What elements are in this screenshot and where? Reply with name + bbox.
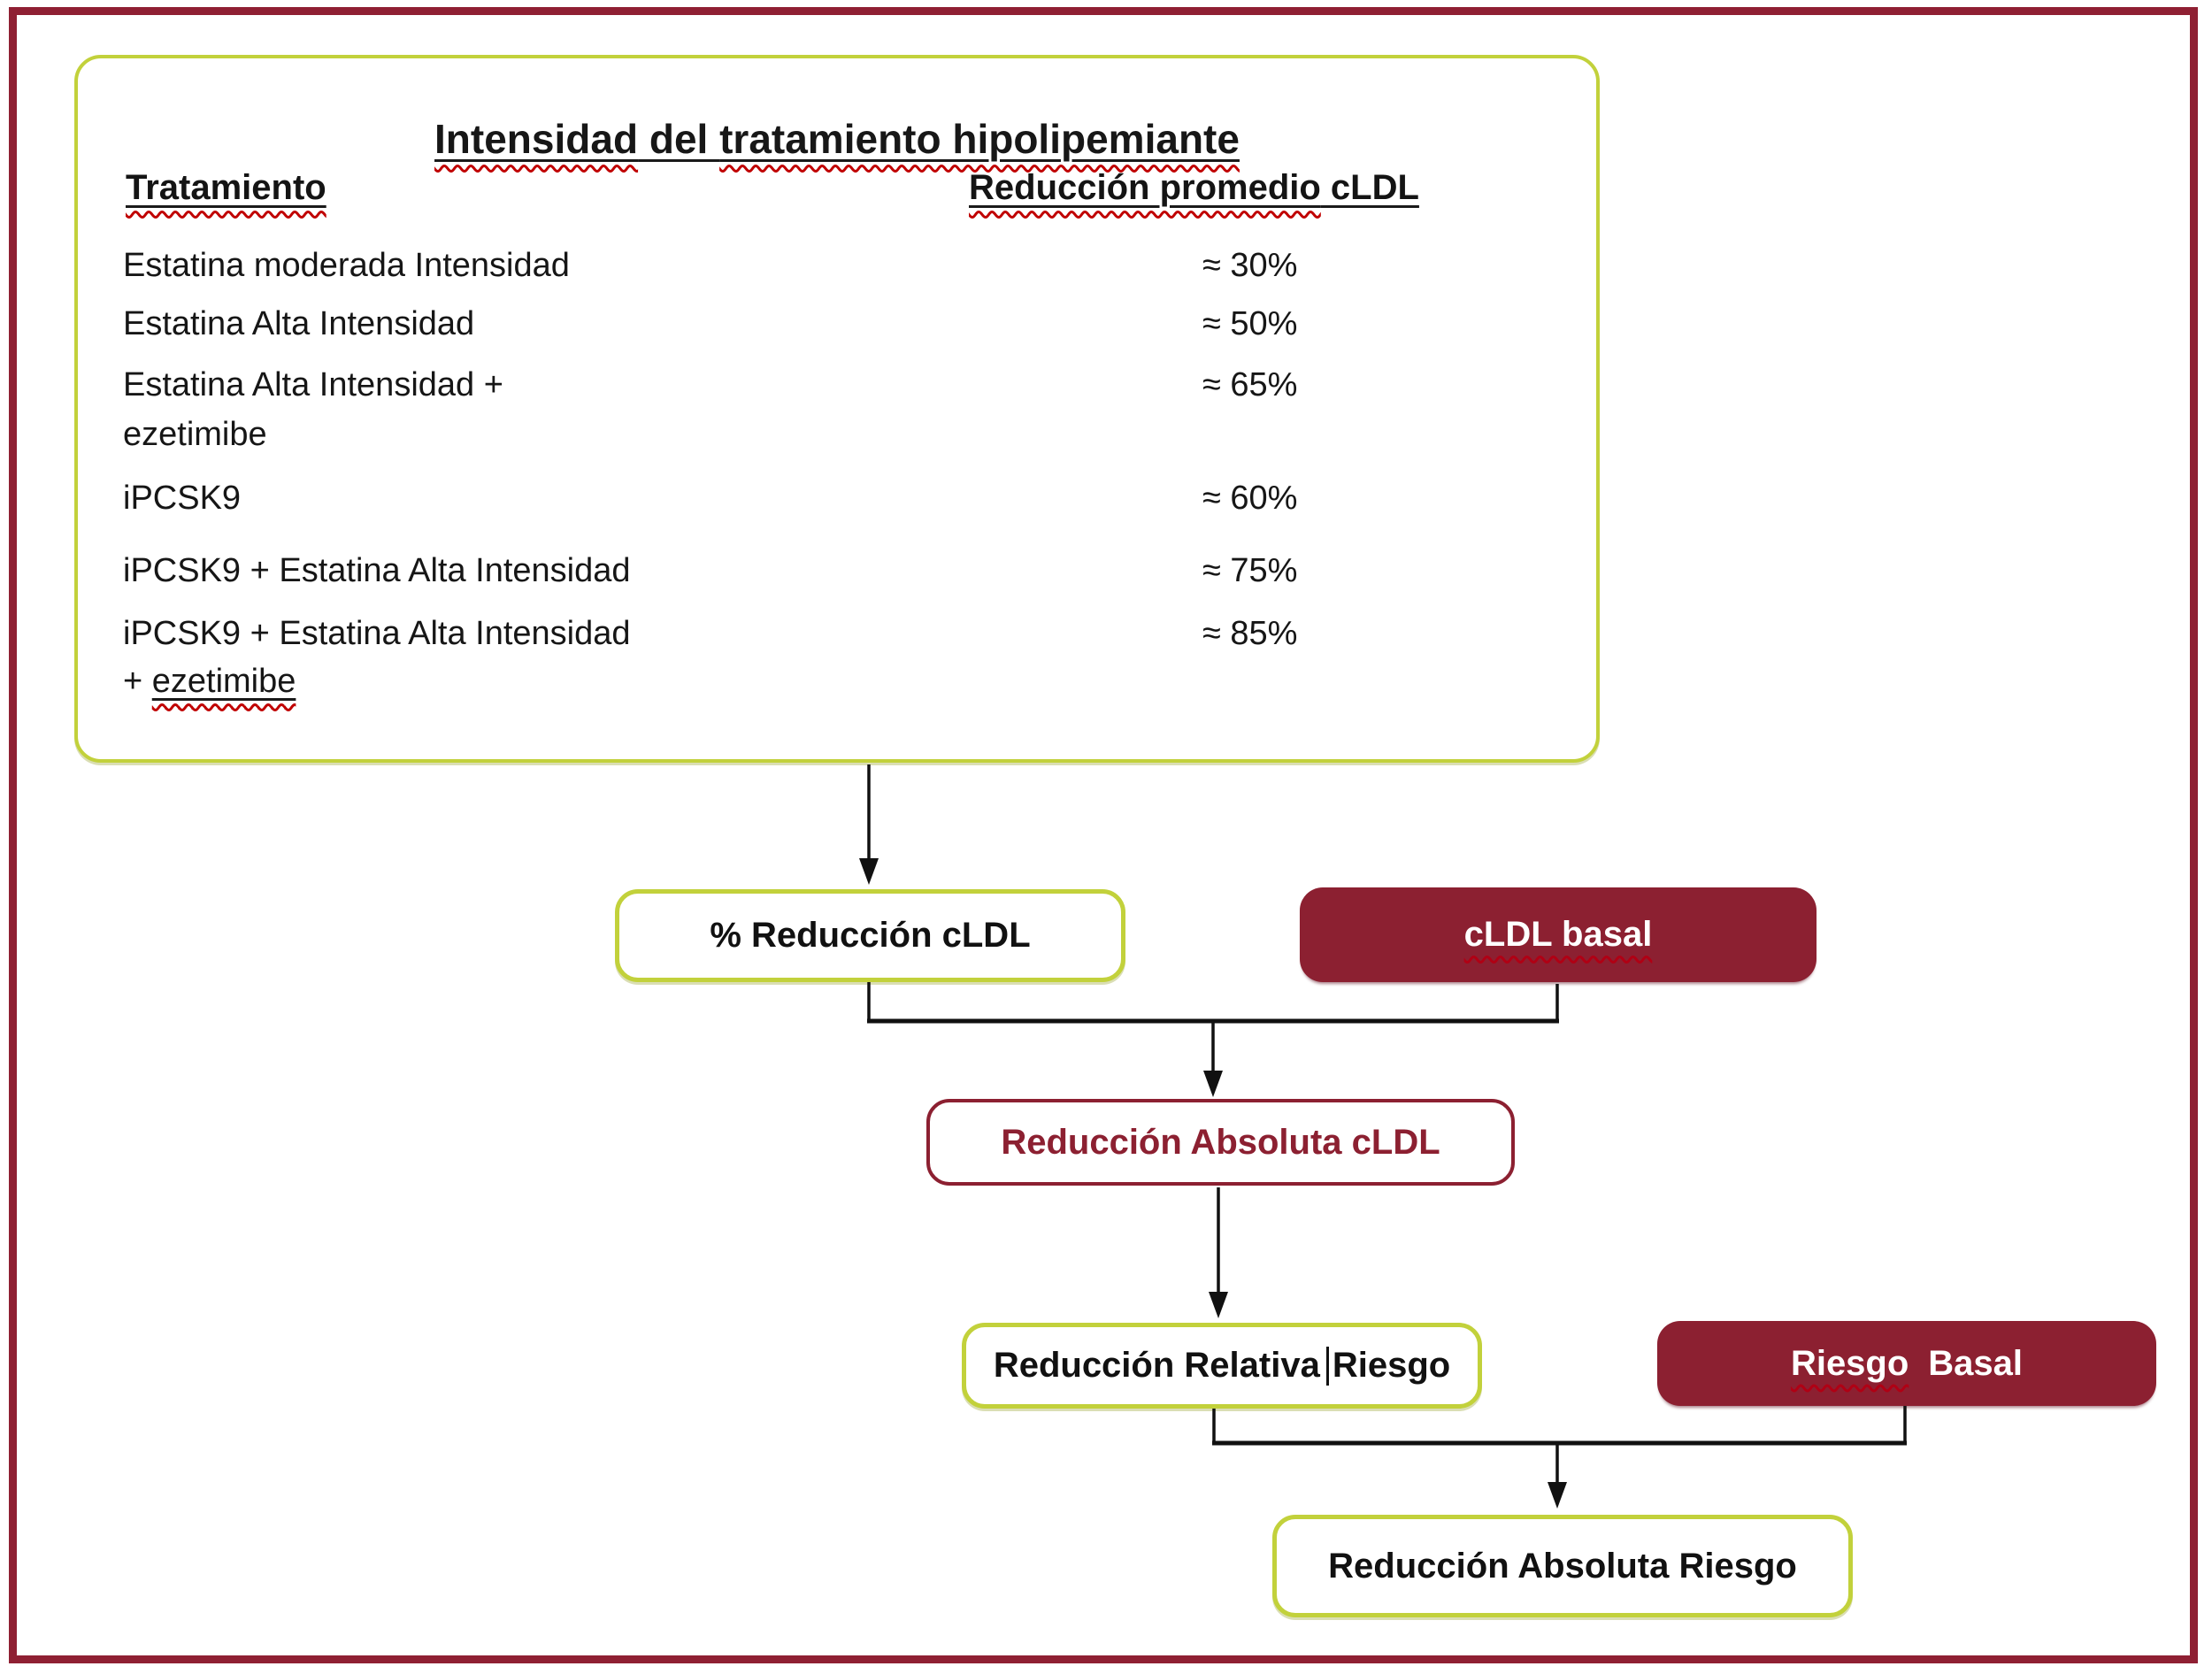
table-row-6-line2-underline: ezetimibe: [152, 663, 296, 700]
node-reduccion-absoluta-riesgo-label: Reducción Absoluta Riesgo: [1328, 1546, 1797, 1586]
column-header-reduction-underline: Reducción promedio cLDL: [969, 168, 1419, 207]
column-header-treatment: Tratamiento: [126, 168, 326, 208]
table-row-3-treatment-line2: ezetimibe: [123, 416, 267, 453]
column-header-reduction-squiggled: Reducción promedio: [969, 168, 1321, 207]
node-reduccion-relativa-riesgo-label-after: Riesgo: [1332, 1346, 1451, 1385]
node-pct-reduction-cldl-label: % Reducción cLDL: [710, 916, 1031, 955]
table-row-5-treatment: iPCSK9 + Estatina Alta Intensidad: [123, 552, 631, 589]
column-header-reduction-rest: cLDL: [1320, 168, 1419, 207]
table-row-6-value: ≈ 85%: [1202, 615, 1298, 652]
table-row-6-line2-word: ezetimibe: [151, 663, 296, 700]
panel-title-word-2: del: [638, 116, 720, 162]
table-row-6-line2-prefix: +: [123, 663, 152, 700]
node-reduccion-absoluta-cldl-label: Reducción Absoluta cLDL: [1001, 1122, 1440, 1162]
column-header-treatment-text: Tratamiento: [126, 168, 326, 207]
node-reduccion-absoluta-riesgo: Reducción Absoluta Riesgo: [1272, 1515, 1853, 1617]
treatment-intensity-panel: Intensidad del tratamiento hipolipemiant…: [74, 55, 1600, 763]
node-cldl-basal: cLDL basal: [1300, 887, 1816, 982]
panel-title: Intensidad del tratamiento hipolipemiant…: [78, 115, 1596, 163]
node-riesgo-basal-word2: Basal: [1928, 1343, 2024, 1383]
table-row-4-value: ≈ 60%: [1202, 480, 1298, 517]
table-row-2-value: ≈ 50%: [1202, 305, 1298, 342]
table-row-3-treatment: Estatina Alta Intensidad +: [123, 366, 503, 403]
table-row-5-value: ≈ 75%: [1202, 552, 1298, 589]
table-row-1-treatment: Estatina moderada Intensidad: [123, 247, 570, 284]
table-row-2-treatment: Estatina Alta Intensidad: [123, 305, 475, 342]
column-header-reduction: Reducción promedio cLDL: [969, 168, 1419, 208]
outer-frame: [9, 7, 2198, 1663]
node-cldl-basal-label: cLDL basal: [1463, 915, 1653, 954]
node-riesgo-basal-word1: Riesgo: [1790, 1343, 1909, 1383]
column-header-treatment-underline: Tratamiento: [126, 168, 326, 207]
table-row-1-value: ≈ 30%: [1202, 247, 1298, 284]
panel-title-underline: Intensidad del tratamiento hipolipemiant…: [434, 116, 1240, 162]
node-reduccion-relativa-riesgo-label-before: Reducción Relativa: [993, 1346, 1320, 1385]
node-riesgo-basal: Riesgo Basal: [1657, 1321, 2156, 1406]
table-row-4-treatment: iPCSK9: [123, 480, 242, 517]
node-reduccion-absoluta-cldl: Reducción Absoluta cLDL: [926, 1099, 1515, 1186]
panel-title-word-3: tratamiento hipolipemiante: [719, 116, 1240, 162]
text-cursor: [1325, 1346, 1329, 1386]
node-pct-reduction-cldl: % Reducción cLDL: [615, 889, 1125, 982]
panel-title-word-1: Intensidad: [434, 116, 639, 162]
node-reduccion-relativa-riesgo: Reducción Relativa Riesgo: [962, 1323, 1482, 1409]
table-row-6-treatment-line2: + ezetimibe: [123, 660, 296, 703]
table-row-3-value: ≈ 65%: [1202, 366, 1298, 403]
table-row-6-treatment: iPCSK9 + Estatina Alta Intensidad: [123, 615, 631, 652]
